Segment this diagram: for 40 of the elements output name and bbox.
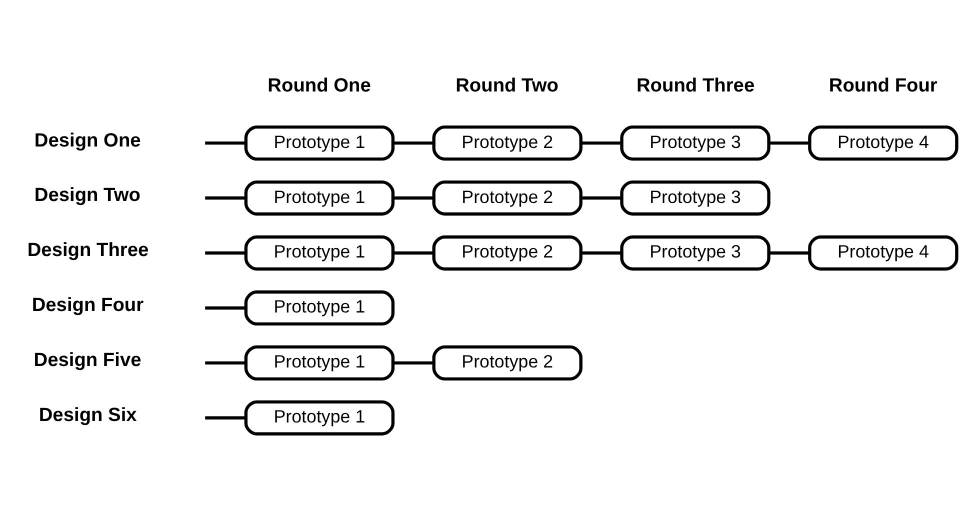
node-box: Prototype 3	[620, 180, 770, 216]
label: Round Four	[828, 75, 938, 96]
node-box: Prototype 1	[244, 235, 395, 271]
node-box: Prototype 2	[432, 125, 582, 161]
label: Round Three	[636, 75, 755, 96]
node-box: Prototype 1	[244, 400, 395, 436]
connector	[393, 141, 434, 145]
node-box: Prototype 2	[432, 180, 582, 216]
node-box: Prototype 4	[808, 235, 958, 271]
node-box: Prototype 1	[244, 125, 395, 161]
node-box: Prototype 1	[244, 290, 395, 326]
label: Round One	[268, 75, 371, 96]
connector	[581, 196, 622, 200]
node-box: Prototype 1	[244, 180, 395, 216]
node-box: Prototype 2	[432, 235, 582, 271]
connector	[581, 251, 622, 255]
connector	[205, 361, 246, 365]
connector	[581, 141, 622, 145]
connector	[393, 196, 434, 200]
label: Design Two	[34, 185, 140, 206]
node-box: Prototype 1	[244, 345, 395, 381]
label: Design Three	[27, 240, 149, 262]
connector	[205, 196, 246, 200]
connector	[393, 251, 434, 255]
node-box: Prototype 3	[620, 235, 770, 271]
connector	[205, 141, 246, 145]
node-box: Prototype 3	[620, 125, 770, 161]
label: Design Four	[32, 295, 144, 316]
label: Design Six	[38, 405, 137, 426]
label: Design Five	[34, 350, 142, 372]
connector	[205, 306, 246, 310]
node-box: Prototype 4	[808, 125, 958, 161]
label: Round Two	[456, 75, 558, 96]
connector	[205, 251, 246, 255]
connector	[205, 416, 246, 420]
label: Design One	[34, 130, 141, 152]
node-box: Prototype 2	[432, 345, 582, 381]
connector	[769, 141, 810, 145]
connector	[393, 361, 434, 365]
connector	[769, 251, 810, 255]
